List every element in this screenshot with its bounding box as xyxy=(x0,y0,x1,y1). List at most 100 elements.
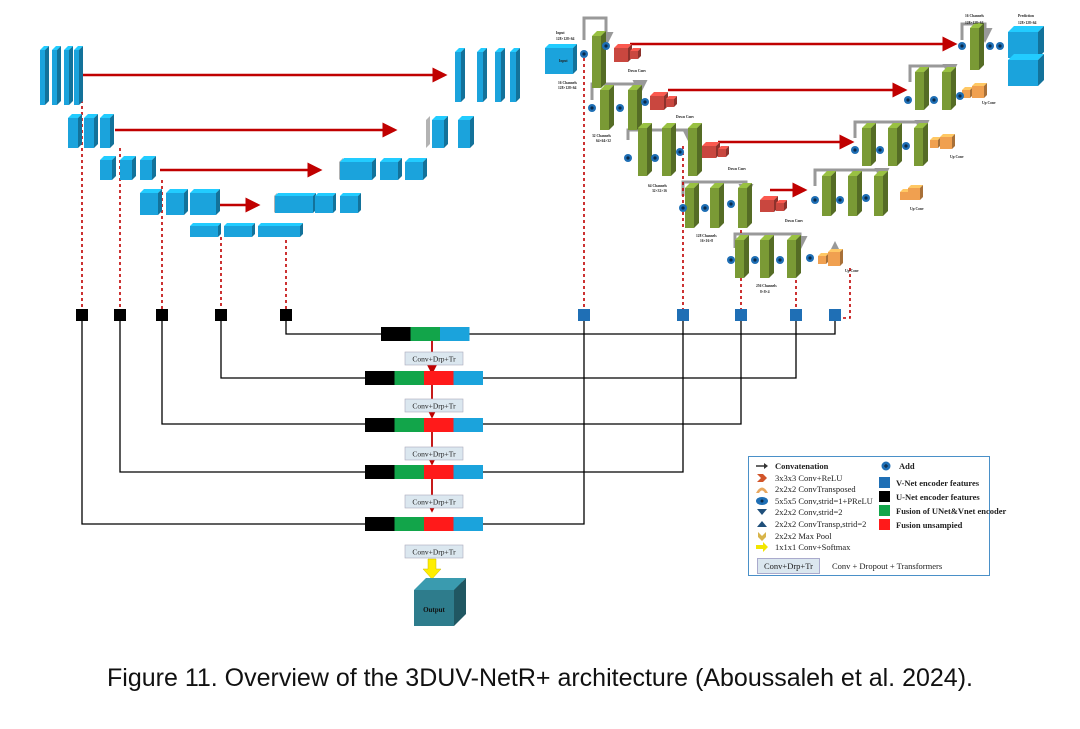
vnet-label-input_cube: Input xyxy=(559,59,568,63)
legend-item: Convatenation xyxy=(755,461,828,471)
vnet-label-up_conv: Up Conv xyxy=(982,101,996,105)
down-conv-cube xyxy=(614,44,632,62)
vnet-conv-block xyxy=(710,183,724,228)
legend-item-label: 5x5x5 Conv,strid=1+PReLU xyxy=(775,495,873,506)
up-conv-cube xyxy=(818,253,829,264)
vnet-feature-square xyxy=(829,309,841,321)
conv-drp-tr-block xyxy=(404,351,464,366)
unet-feature-link xyxy=(161,321,365,425)
conv-drp-tr-block xyxy=(404,494,464,509)
vnet-conv-block xyxy=(888,123,902,166)
vnet-label-l1: 16 Channels xyxy=(558,81,577,85)
conv-drp-tr-label: Conv+Drp+Tr xyxy=(412,450,456,459)
unet-enc2-block xyxy=(100,114,114,148)
vnet-feature-swatch xyxy=(879,477,890,488)
vnet-conv-block xyxy=(760,235,774,278)
vnet-label-l2_dims: 64×64×32 xyxy=(596,139,611,143)
vnet-label-input: Input xyxy=(556,31,565,35)
legend-item-label: 1x1x1 Conv+Softmax xyxy=(775,542,851,553)
add-icon xyxy=(727,200,735,208)
vnet-feature-square xyxy=(790,309,802,321)
vnet-residual-connector xyxy=(626,128,698,145)
vnet-feature-link xyxy=(483,321,684,473)
add-icon xyxy=(651,154,659,162)
vnet-conv-block xyxy=(685,183,699,228)
add-icon xyxy=(679,204,687,212)
fusion-bar xyxy=(365,517,483,531)
unet-dec4-block xyxy=(275,193,316,213)
legend-item-label: 2x2x2 Max Pool xyxy=(775,530,832,541)
conv-relu-icon xyxy=(755,473,769,483)
add-icon xyxy=(902,142,910,150)
unet-bottleneck-block xyxy=(258,223,303,237)
vnet-residual-connector xyxy=(960,22,993,43)
unet-enc3-block xyxy=(140,156,156,180)
add-icon xyxy=(641,98,649,106)
prediction-cube xyxy=(1008,26,1044,58)
down-conv-cube xyxy=(650,92,668,110)
add-icon xyxy=(958,42,966,50)
vnet-conv-block xyxy=(848,171,862,216)
down-conv-cube xyxy=(666,96,677,107)
figure-caption: Figure 11. Overview of the 3DUV-NetR+ ar… xyxy=(107,664,973,692)
vnet-conv-block xyxy=(915,67,929,110)
vnet-label-down_conv: Down Conv xyxy=(785,219,803,223)
output-label: Output xyxy=(423,606,445,614)
add-icon xyxy=(996,42,1004,50)
unet-enc1-block xyxy=(40,46,49,105)
add-icon xyxy=(862,194,870,202)
vnet-label-l3_dims: 32×32×16 xyxy=(652,189,667,193)
unet-enc4-block xyxy=(166,189,188,215)
fusion-bar xyxy=(365,418,483,432)
add-icon xyxy=(930,96,938,104)
vnet-conv-block xyxy=(592,31,606,88)
unet-enc2-block xyxy=(84,114,98,148)
vnet-feature-link xyxy=(483,321,797,379)
up-conv-cube xyxy=(972,83,987,98)
add-icon xyxy=(851,146,859,154)
unet-feature-link xyxy=(285,321,381,335)
unet-feature-square xyxy=(114,309,126,321)
vnet-label-l3: 64 Channels xyxy=(648,184,667,188)
add-icon xyxy=(616,104,624,112)
legend-block-key: Conv+Drp+Tr Conv + Dropout + Transformer… xyxy=(757,558,942,574)
unet-feature-link xyxy=(81,321,365,525)
vnet-conv-block xyxy=(942,67,956,110)
unet-enc2-block xyxy=(68,114,82,148)
add-icon xyxy=(811,196,819,204)
vnet-label-l1_dims: 128×128×64 xyxy=(558,86,577,90)
add-icon xyxy=(602,42,610,50)
vnet-input-cube xyxy=(545,44,577,74)
up-conv-cube xyxy=(940,134,955,149)
legend-item-label: Convatenation xyxy=(775,461,829,471)
unet-bottleneck-block xyxy=(190,223,221,237)
vnet-conv-block xyxy=(914,123,928,166)
legend-block-desc: Conv + Dropout + Transformers xyxy=(831,561,943,571)
conv-drp-tr-label: Conv+Drp+Tr xyxy=(412,355,456,364)
down-conv-cube xyxy=(776,200,787,211)
up-conv-cube xyxy=(930,137,941,148)
conv-transposed-icon xyxy=(755,484,769,494)
legend-item-label: U-Net encoder features xyxy=(896,491,980,502)
legend-item: 3x3x3 Conv+ReLU xyxy=(755,473,842,483)
unet-dec1-block xyxy=(495,48,505,102)
softmax-arrow-icon xyxy=(422,558,442,580)
down-conv-cube xyxy=(718,146,729,157)
vnet-label-l4: 128 Channels xyxy=(696,234,717,238)
fusion-bar xyxy=(381,327,470,341)
vnet-feature-link xyxy=(483,321,742,425)
conv-drp-tr-label: Conv+Drp+Tr xyxy=(412,498,456,507)
add-icon xyxy=(676,148,684,156)
legend-item-label: 2x2x2 Conv,strid=2 xyxy=(775,507,843,518)
vnet-dashed-link xyxy=(841,268,851,319)
unet-enc3-block xyxy=(120,156,136,180)
legend-item-label: 2x2x2 ConvTransp,strid=2 xyxy=(775,519,867,529)
unet-enc4-block xyxy=(190,189,220,215)
add-icon xyxy=(727,256,735,264)
unet-dec3-block xyxy=(405,158,427,180)
unet-dec4-block xyxy=(315,193,336,213)
legend-item-label: 3x3x3 Conv+ReLU xyxy=(775,472,843,483)
vnet-conv-block xyxy=(628,85,642,130)
unet-dec1-block xyxy=(455,48,465,102)
unet-enc3-block xyxy=(100,156,116,180)
